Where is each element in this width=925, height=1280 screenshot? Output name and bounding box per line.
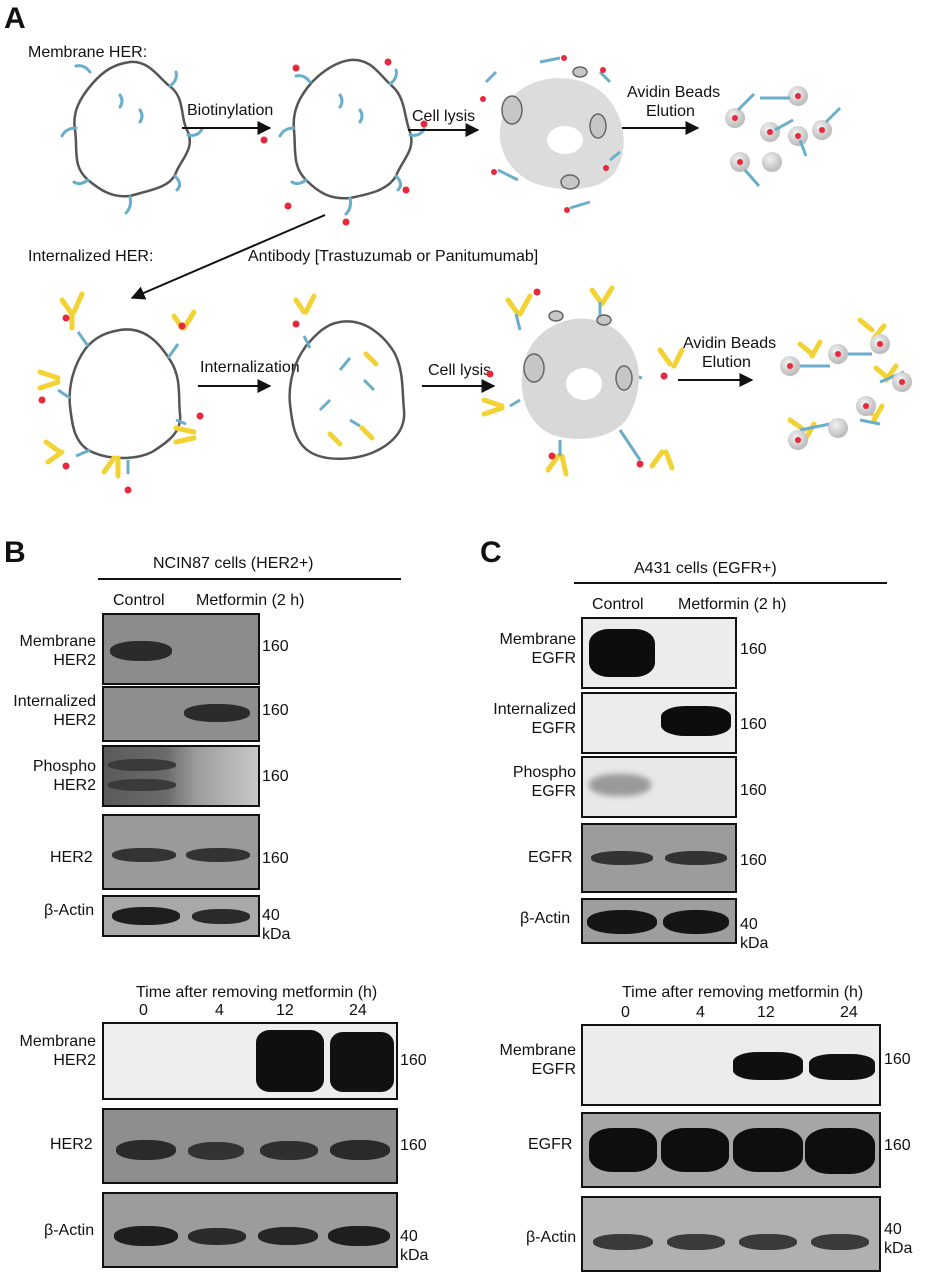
b-time-blot-membrane-her2 — [102, 1022, 398, 1100]
c-time-header: Time after removing metformin (h) — [622, 984, 864, 1001]
c-time-blot-beta-actin — [581, 1196, 881, 1272]
internalized-her-label: Internalized HER: — [28, 248, 154, 265]
c-time-12: 12 — [757, 1004, 775, 1021]
cell-lysis-step-label: Cell lysis — [412, 108, 476, 125]
free-receptors-row1 — [484, 56, 621, 210]
b-time-blot-her2 — [102, 1108, 398, 1184]
b-time-12: 12 — [276, 1002, 294, 1019]
b-row3-mw: 160 — [262, 768, 289, 785]
panel-letter-a: A — [4, 2, 26, 35]
c-time-blot-membrane-egfr — [581, 1024, 881, 1106]
b-time-0: 0 — [139, 1002, 148, 1019]
c-time-4: 4 — [696, 1004, 705, 1021]
b-row5-label: β-Actin — [44, 902, 95, 919]
membrane-her-label: Membrane HER: — [28, 44, 148, 61]
c-time-0: 0 — [621, 1004, 630, 1021]
cell-membrane-internalized — [288, 320, 406, 460]
c-row4-mw: 160 — [740, 852, 767, 869]
panel-c-lane-control: Control — [592, 596, 644, 613]
c-blot-beta-actin — [581, 898, 737, 944]
b-time-row3-label: β-Actin — [44, 1222, 95, 1239]
b-blot-membrane-her2 — [102, 613, 260, 685]
cell-lysate-2 — [521, 310, 639, 439]
b-blot-phospho-her2 — [102, 745, 260, 807]
cell-lysis-step-label-2: Cell lysis — [428, 362, 492, 379]
b-blot-her2 — [102, 814, 260, 890]
panel-b-lane-metformin: Metformin (2 h) — [196, 592, 305, 609]
schematic-diagram — [37, 55, 912, 494]
panel-c-header-rule — [574, 582, 887, 584]
elution-label-2: Elution — [702, 354, 751, 371]
b-time-header: Time after removing metformin (h) — [136, 984, 378, 1001]
panel-letter-b: B — [4, 536, 26, 569]
avidin-beads-label: Avidin Beads — [627, 84, 721, 101]
cell-lysate-1 — [499, 66, 624, 190]
c-row4-label: EGFR — [528, 849, 573, 866]
avidin-beads-label-2: Avidin Beads — [683, 335, 777, 352]
c-row1-mw: 160 — [740, 641, 767, 658]
b-row1-mw: 160 — [262, 638, 289, 655]
c-blot-phospho-egfr — [581, 756, 737, 818]
biotin-dots-lysate-1 — [480, 55, 609, 213]
c-time-blot-egfr — [581, 1112, 881, 1188]
c-row5-label: β-Actin — [520, 910, 571, 927]
panel-letter-c: C — [480, 536, 502, 569]
b-time-blot-beta-actin — [102, 1192, 398, 1268]
b-blot-internalized-her2 — [102, 686, 260, 742]
b-row4-mw: 160 — [262, 850, 289, 867]
c-row3-mw: 160 — [740, 782, 767, 799]
antibody-label: Antibody [Trastuzumab or Panitumumab] — [248, 248, 539, 265]
b-time-4: 4 — [215, 1002, 224, 1019]
panel-c-lane-metformin: Metformin (2 h) — [678, 596, 787, 613]
antibodies-row2 — [37, 285, 899, 479]
c-blot-internalized-egfr — [581, 692, 737, 754]
b-blot-beta-actin — [102, 895, 260, 937]
b-time-24: 24 — [349, 1002, 367, 1019]
internalization-step-label: Internalization — [200, 359, 300, 376]
b-row4-label: HER2 — [50, 849, 93, 866]
panel-b-header-rule — [98, 578, 401, 580]
b-row2-mw: 160 — [262, 702, 289, 719]
avidin-beads-row2 — [780, 334, 912, 450]
biotin-dots-row1 — [260, 58, 428, 226]
panel-b-header: NCIN87 cells (HER2+) — [153, 555, 314, 572]
panel-c-header: A431 cells (EGFR+) — [634, 560, 777, 577]
c-row2-mw: 160 — [740, 716, 767, 733]
c-blot-egfr — [581, 823, 737, 893]
cell-membrane-antibody — [68, 328, 182, 460]
c-time-row2-mw: 160 — [884, 1137, 911, 1154]
panel-b-lane-control: Control — [113, 592, 165, 609]
c-time-row1-mw: 160 — [884, 1051, 911, 1068]
c-time-24: 24 — [840, 1004, 858, 1021]
receptors-row1 — [60, 64, 426, 216]
biotinylation-step-label: Biotinylation — [187, 102, 274, 119]
b-time-row1-mw: 160 — [400, 1052, 427, 1069]
c-time-row3-label: β-Actin — [526, 1229, 577, 1246]
b-time-row2-mw: 160 — [400, 1137, 427, 1154]
elution-label: Elution — [646, 103, 695, 120]
b-time-row2-label: HER2 — [50, 1136, 93, 1153]
c-time-row2-label: EGFR — [528, 1136, 573, 1153]
c-blot-membrane-egfr — [581, 617, 737, 689]
